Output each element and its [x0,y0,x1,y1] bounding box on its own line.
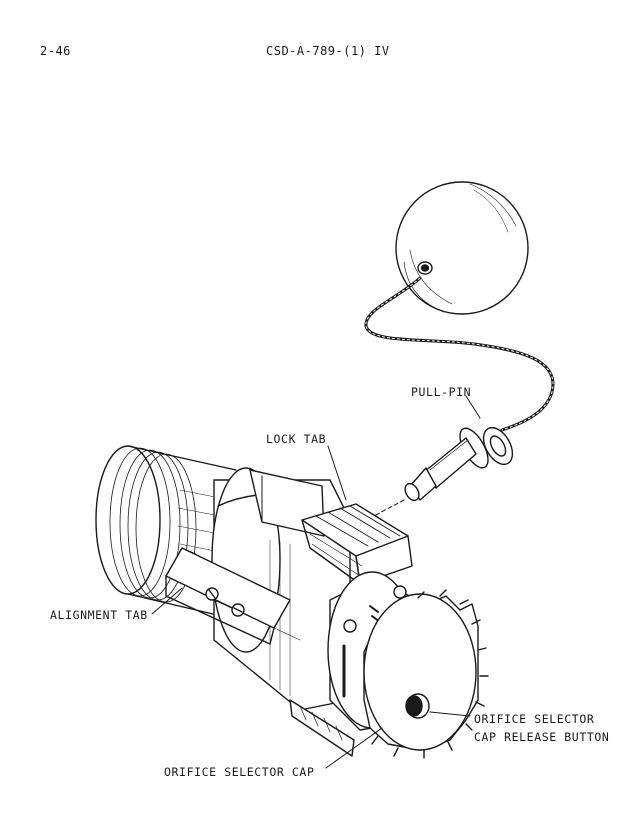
page-number: 2-46 [40,44,71,58]
leader-pull-pin [465,395,481,419]
lock-tab [301,503,413,585]
leader-alignment-tab [151,587,183,615]
pull-pin [339,426,514,535]
leader-selector-cap [325,727,383,769]
label-alignment-tab: ALIGNMENT TAB [50,608,148,622]
label-release-button-line2: CAP RELEASE BUTTON [474,730,610,744]
leader-release-button [429,711,471,717]
orifice-selector-cap [363,589,489,759]
sphere-handle [395,181,529,315]
label-pull-pin: PULL-PIN [411,385,472,399]
leader-lock-tab [327,445,347,501]
alignment-tab [165,547,291,645]
document-id: CSD-A-789-(1) IV [266,44,390,58]
label-selector-cap: ORIFICE SELECTOR CAP [164,765,315,779]
label-release-button-line1: ORIFICE SELECTOR [474,712,595,726]
label-lock-tab: LOCK TAB [266,432,327,446]
